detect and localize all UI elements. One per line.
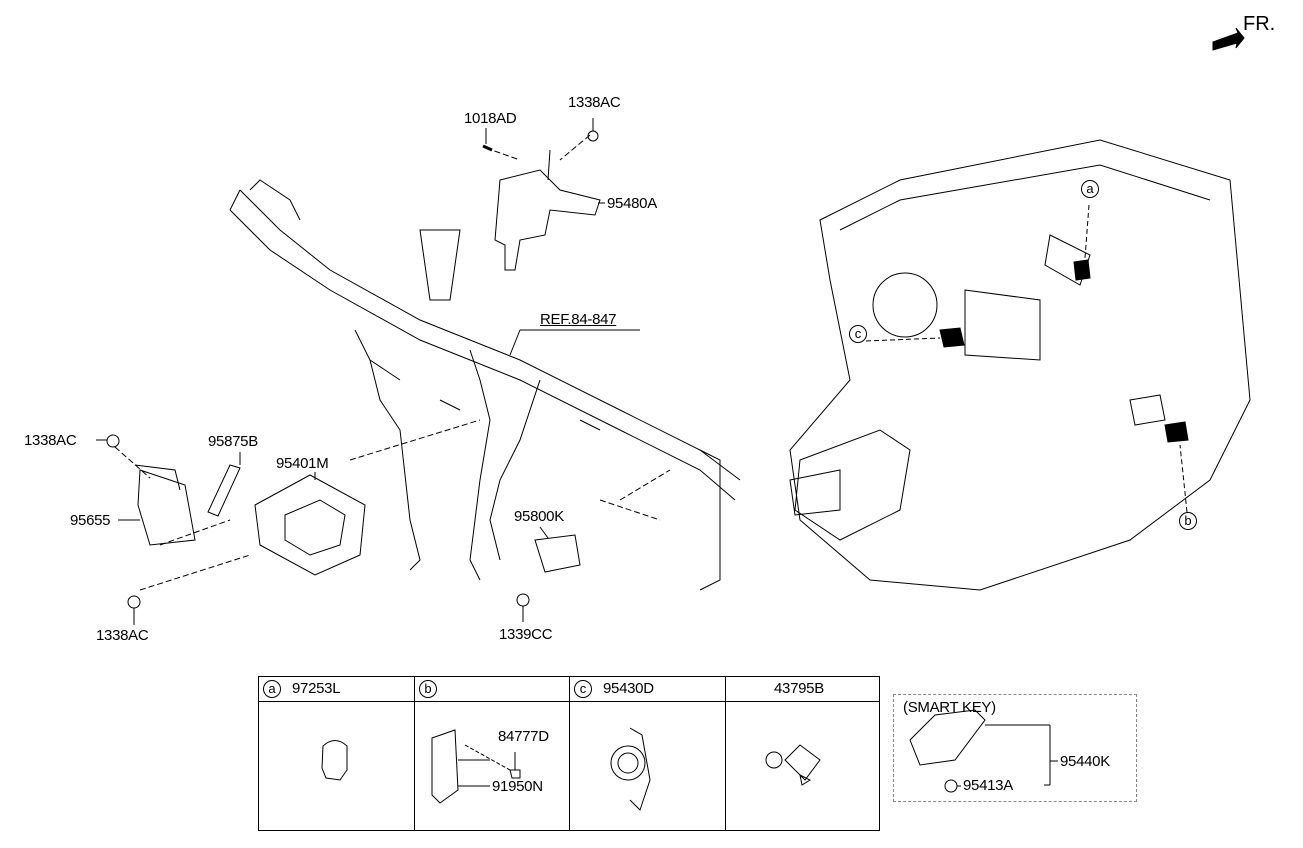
smart-key-box xyxy=(893,694,1137,802)
location-marker-c: c xyxy=(849,325,867,343)
table-marker-c: c xyxy=(574,680,592,698)
column-divider xyxy=(569,677,570,830)
part-95480a-drawing xyxy=(494,149,601,271)
table-part-91950n: 91950N xyxy=(492,778,543,795)
callout-1338ac-top: 1338AC xyxy=(568,94,621,111)
smart-key-title: (SMART KEY) xyxy=(903,699,996,716)
cowl-crossbar-drawing xyxy=(229,179,741,591)
callout-95440k: 95440K xyxy=(1060,753,1110,770)
column-divider xyxy=(414,677,415,830)
table-marker-b: b xyxy=(419,680,437,698)
part-97253l-drawing xyxy=(321,740,348,781)
part-95800k-drawing xyxy=(534,534,581,573)
callout-95655: 95655 xyxy=(70,512,111,529)
part-91950n-drawing xyxy=(431,729,521,804)
table-part-95430d: 95430D xyxy=(603,680,654,697)
callout-95875b: 95875B xyxy=(208,433,258,450)
front-direction-label: FR. xyxy=(1243,13,1276,35)
part-95430d-drawing xyxy=(610,727,651,811)
table-part-43795b: 43795B xyxy=(774,680,824,697)
callout-1018ad: 1018AD xyxy=(464,110,517,127)
location-marker-a: a xyxy=(1081,180,1099,198)
location-c-module xyxy=(939,327,965,348)
part-95875b-drawing xyxy=(207,452,241,517)
part-43795b-drawing xyxy=(765,744,821,786)
part-95401m-drawing xyxy=(254,474,366,576)
callout-95413a: 95413A xyxy=(963,777,1013,794)
part-95655-drawing xyxy=(134,464,196,546)
callout-1338ac-bottom: 1338AC xyxy=(96,627,149,644)
callout-95480a: 95480A xyxy=(607,195,657,212)
table-part-97253l: 97253L xyxy=(292,680,341,697)
location-b-module xyxy=(1164,421,1189,443)
reference-label: REF.84-847 xyxy=(540,311,617,328)
part-95440k-drawing xyxy=(909,709,1058,786)
callout-95800k: 95800K xyxy=(514,508,564,525)
location-a-module xyxy=(1073,259,1091,281)
table-part-84777d: 84777D xyxy=(498,728,549,745)
callout-1338ac-left: 1338AC xyxy=(24,432,77,449)
arrow-front-icon xyxy=(1212,27,1245,51)
parts-table xyxy=(258,676,880,831)
vehicle-interior-drawing xyxy=(789,139,1251,591)
table-marker-a: a xyxy=(263,680,281,698)
callout-1339cc: 1339CC xyxy=(499,626,553,643)
location-marker-b: b xyxy=(1179,512,1197,530)
column-divider xyxy=(725,677,726,830)
callout-95401m: 95401M xyxy=(276,455,329,472)
